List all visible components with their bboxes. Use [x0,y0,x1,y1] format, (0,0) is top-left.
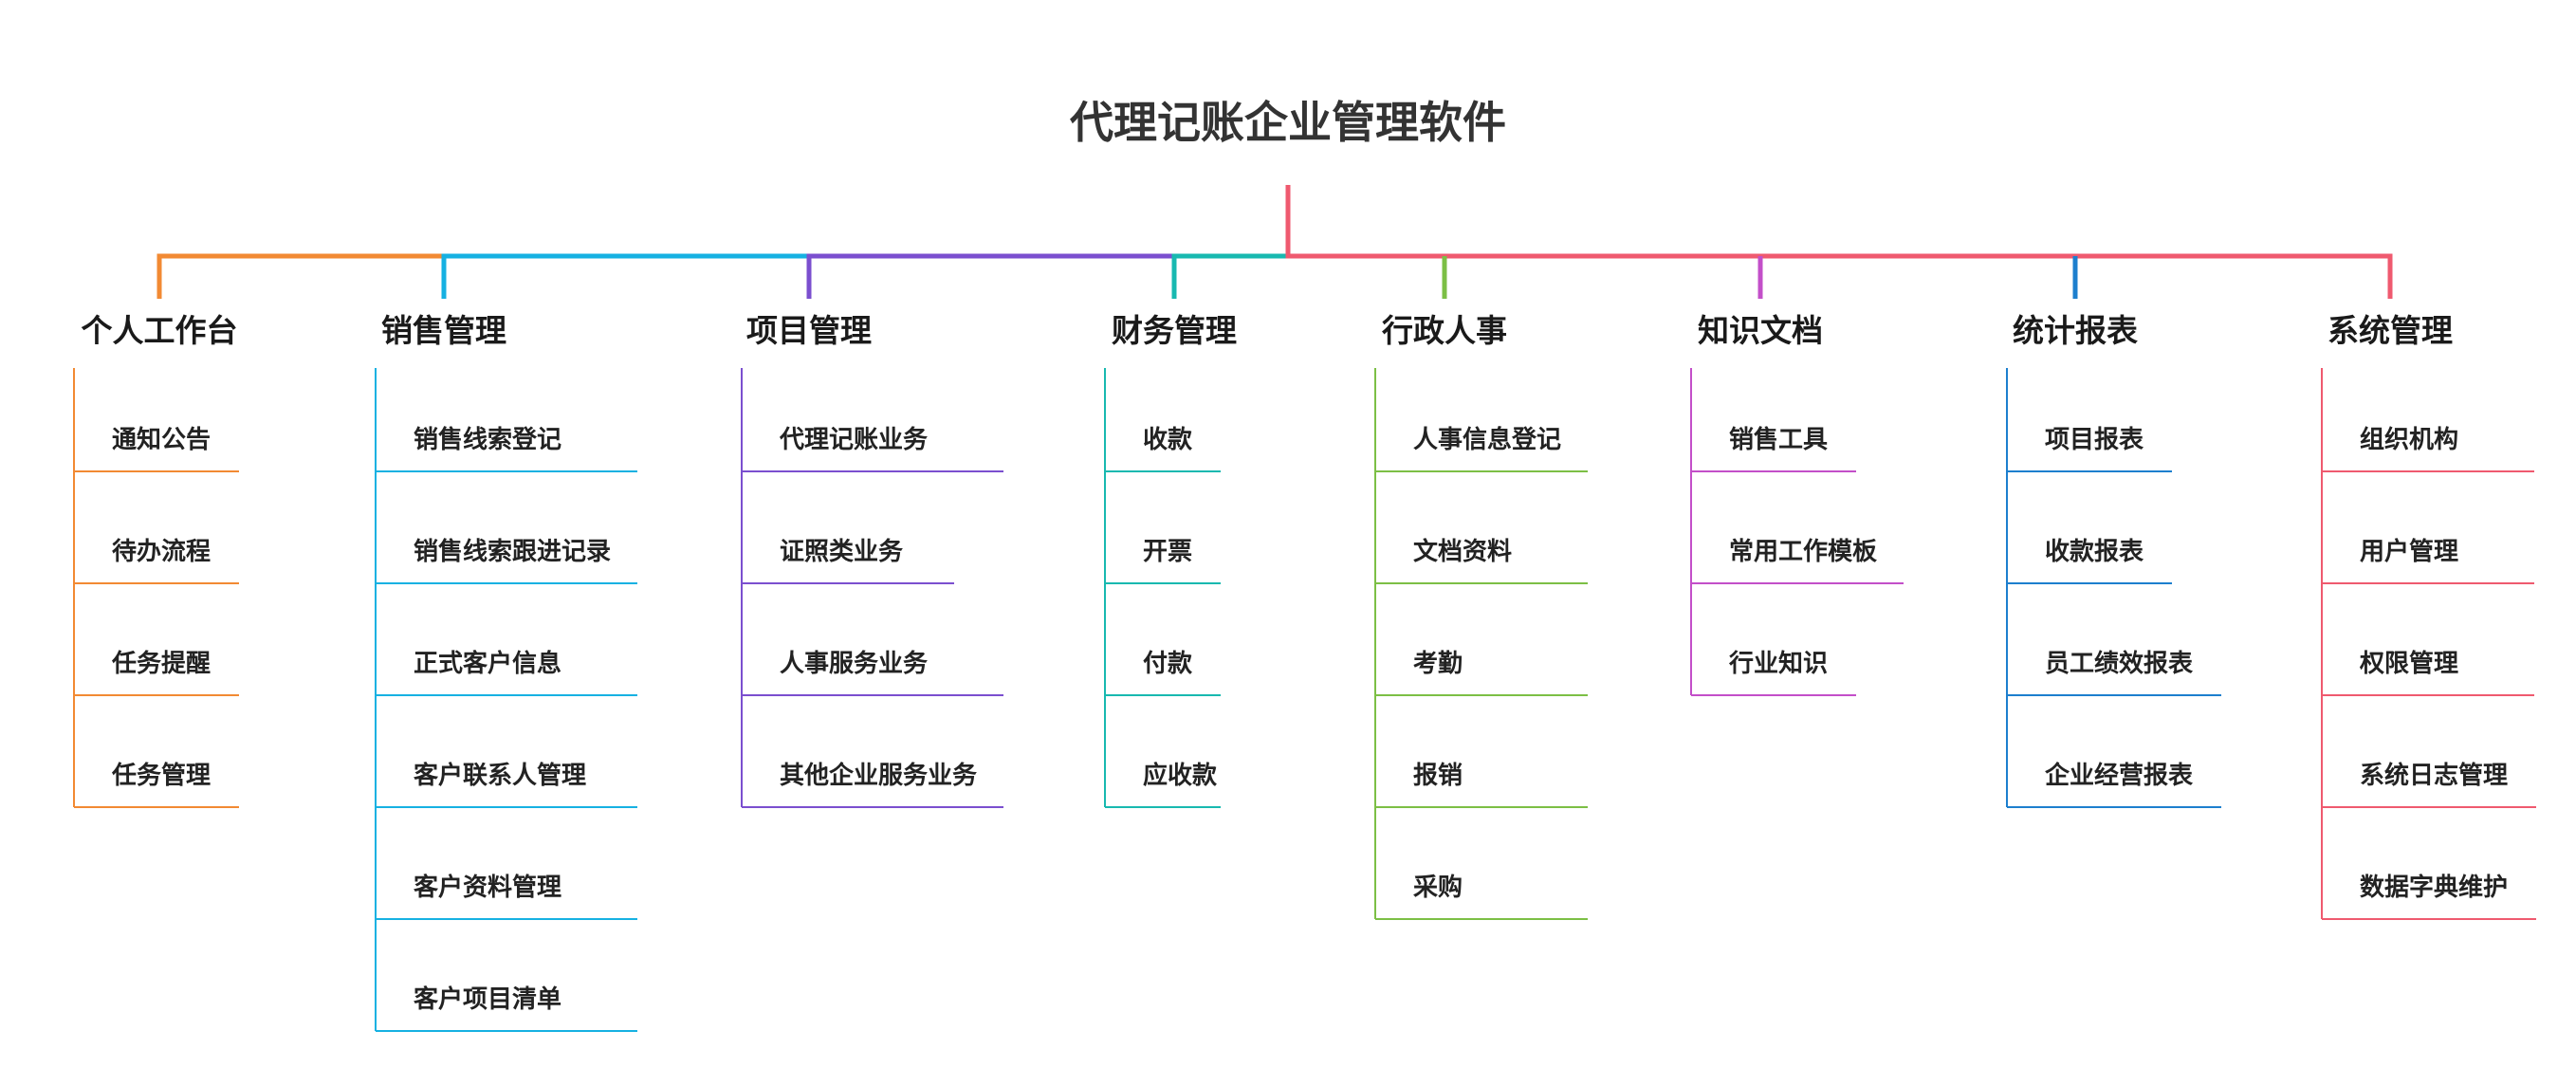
category-label: 销售管理 [381,312,506,349]
list-item[interactable]: 正式客户信息 [414,649,561,678]
list-item[interactable]: 数据字典维护 [2360,873,2508,902]
list-item[interactable]: 组织机构 [2360,425,2458,454]
list-item[interactable]: 销售工具 [1729,425,1828,454]
list-item[interactable]: 任务提醒 [111,650,211,678]
list-item[interactable]: 付款 [1143,650,1193,678]
list-item[interactable]: 任务管理 [111,762,211,790]
category-label: 行政人事 [1381,312,1507,349]
category-label: 项目管理 [746,312,872,349]
category-label: 系统管理 [2328,312,2453,349]
list-item[interactable]: 文档资料 [1413,537,1512,566]
list-item[interactable]: 考勤 [1413,650,1463,678]
list-item[interactable]: 通知公告 [112,426,211,454]
list-item[interactable]: 权限管理 [2359,650,2458,678]
category-columns: 个人工作台通知公告待办流程任务提醒任务管理销售管理销售线索登记销售线索跟进记录正… [73,312,2536,1032]
list-item[interactable]: 销售线索跟进记录 [414,537,611,566]
list-item[interactable]: 证照类业务 [780,538,903,566]
list-item[interactable]: 企业经营报表 [2045,761,2194,790]
list-item[interactable]: 采购 [1413,874,1463,902]
connector-lines [156,185,2393,299]
list-item[interactable]: 收款 [1143,426,1193,454]
list-item[interactable]: 用户管理 [2360,537,2458,566]
list-item[interactable]: 人事服务业务 [780,650,928,678]
category-label: 个人工作台 [82,312,238,349]
list-item[interactable]: 客户资料管理 [414,873,561,902]
list-item[interactable]: 待办流程 [112,538,211,566]
category-label: 统计报表 [2013,312,2138,349]
list-item[interactable]: 报销 [1413,761,1463,790]
category-label: 财务管理 [1112,312,1237,349]
category-label: 知识文档 [1698,312,1823,349]
list-item[interactable]: 行业知识 [1728,649,1828,678]
list-item[interactable]: 人事信息登记 [1413,425,1561,454]
root-title: 代理记账企业管理软件 [1069,97,1506,148]
list-item[interactable]: 代理记账业务 [779,426,928,454]
list-item[interactable]: 员工绩效报表 [2045,649,2194,678]
list-item[interactable]: 应收款 [1143,761,1218,790]
list-item[interactable]: 开票 [1143,538,1192,566]
list-item[interactable]: 系统日志管理 [2360,761,2508,790]
list-item[interactable]: 客户项目清单 [414,985,561,1014]
list-item[interactable]: 客户联系人管理 [414,761,586,790]
list-item[interactable]: 项目报表 [2045,425,2144,454]
list-item[interactable]: 其他企业服务业务 [780,761,977,790]
category-column: 销售管理销售线索登记销售线索跟进记录正式客户信息客户联系人管理客户资料管理客户项… [375,312,637,1032]
list-item[interactable]: 收款报表 [2045,537,2144,566]
list-item[interactable]: 销售线索登记 [414,425,561,454]
list-item[interactable]: 常用工作模板 [1729,538,1877,566]
